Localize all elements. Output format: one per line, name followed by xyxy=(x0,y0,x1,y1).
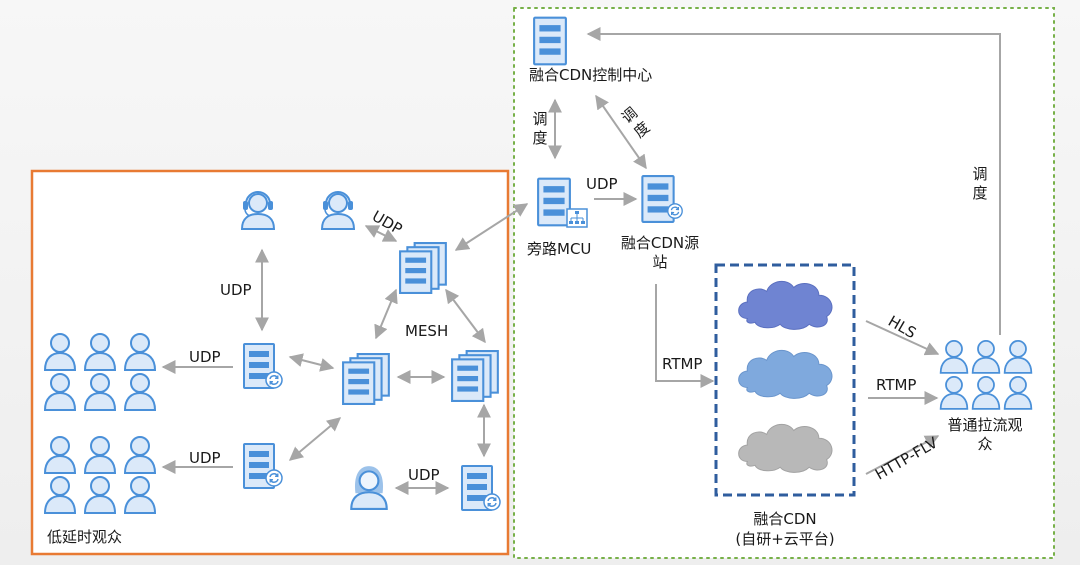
fusion-cdn-frame xyxy=(714,263,856,497)
arrow-cdn-viewers-flv xyxy=(865,435,940,475)
edge-label-udp-upper: UDP xyxy=(189,348,221,366)
arrow-viewers-control xyxy=(586,27,1001,335)
edge-label-rtmp-viewers: RTMP xyxy=(876,376,917,394)
connection-arrows xyxy=(161,27,1001,495)
arrow-origin-cdn xyxy=(655,284,715,388)
arrow-top-server-right xyxy=(445,288,486,344)
mcu-badge-icon xyxy=(566,208,588,228)
arrow-top-server-center xyxy=(374,288,398,340)
mesh-label: MESH xyxy=(405,322,449,340)
edge-label-udp-mcu: UDP xyxy=(586,175,618,193)
edge-label-dispatch-mcu: 调度 xyxy=(532,110,548,147)
edge-label-udp-lower: UDP xyxy=(189,449,221,467)
mcu-server-icon xyxy=(537,177,571,227)
edge-lower-sync-icon xyxy=(265,469,283,487)
mesh-center-server-stack-icon xyxy=(342,353,390,405)
edge-right-sync-icon xyxy=(483,493,501,511)
mesh-right-server-stack-icon xyxy=(451,350,499,402)
arrow-control-origin xyxy=(595,94,647,170)
cdn-subtitle: (自研+云平台) xyxy=(735,530,835,548)
edge-label-udp-vertical: UDP xyxy=(220,281,252,299)
origin-sync-icon xyxy=(667,203,683,219)
arrow-lower-node-center xyxy=(288,417,342,461)
low-latency-group-title: 低延时观众 xyxy=(47,528,123,546)
mesh-top-server-stack-icon xyxy=(399,242,447,294)
cdn-title: 融合CDN xyxy=(753,510,817,528)
edge-upper-sync-icon xyxy=(265,371,283,389)
edge-label-dispatch-viewers: 调度 xyxy=(972,165,988,202)
mcu-label: 旁路MCU xyxy=(527,240,592,258)
arrow-cdn-viewers-hls xyxy=(865,320,940,356)
arrow-mesh-mcu xyxy=(454,203,529,251)
arrow-left-node-center xyxy=(288,353,335,372)
arrow-headset-top-server xyxy=(364,225,398,242)
control-center-label: 融合CDN控制中心 xyxy=(529,66,653,84)
edge-label-udp-woman: UDP xyxy=(408,466,440,484)
control-center-server-icon xyxy=(533,16,567,66)
origin-label: 融合CDN源站 xyxy=(620,234,700,271)
viewers-label: 普通拉流观众 xyxy=(947,416,1023,453)
edge-label-rtmp-origin: RTMP xyxy=(662,355,703,373)
